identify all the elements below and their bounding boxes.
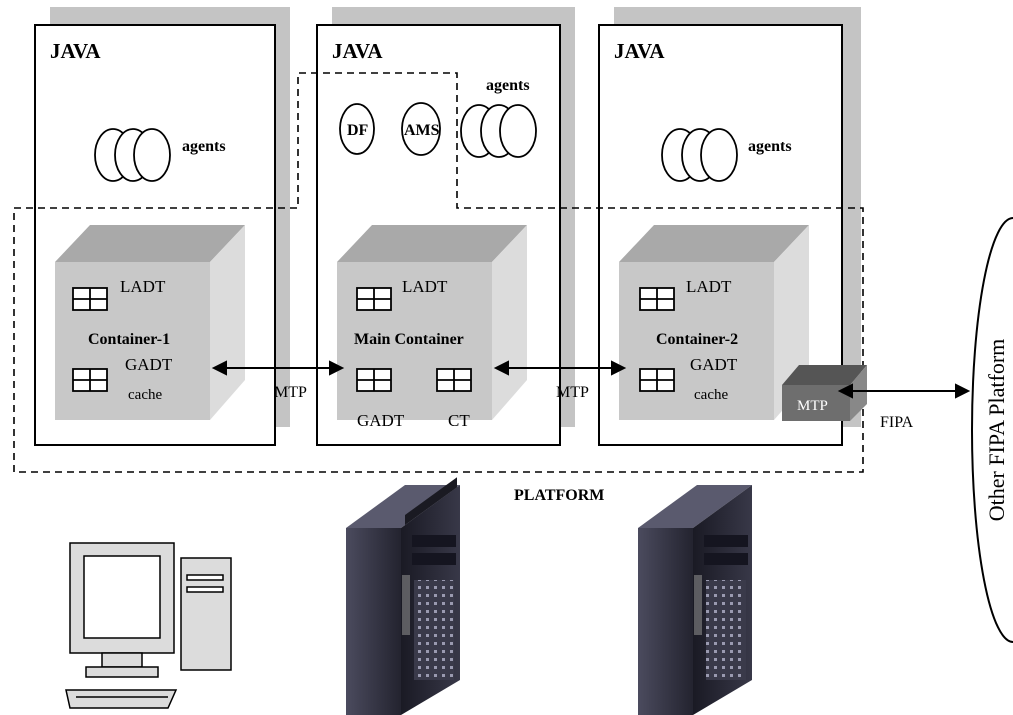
svg-text:DF: DF [347,122,369,139]
server-icon-2 [638,485,752,715]
mtp-arrow-1 [211,360,345,376]
fipa-arrow [837,383,971,399]
gadt-table-icon-main [356,368,392,392]
gadt-label-main: GADT [357,411,405,430]
gadt-table-icon-1 [72,368,108,392]
agents-label-3: agents [748,138,792,155]
mtp-label-1: MTP [274,384,307,401]
ladt-label-2: LADT [686,277,732,296]
ams-agent: AMS [401,102,441,156]
java-label-2: JAVA [332,39,383,63]
svg-text:MTP: MTP [797,398,828,414]
platform-boundary [13,72,864,473]
mtp-arrow-2 [493,360,627,376]
gadt-label-1: GADT [125,355,173,374]
ladt-label-main: LADT [402,277,448,296]
container-2-name: Container-2 [656,331,738,348]
ladt-table-icon-2 [639,287,675,311]
container-1-name: Container-1 [88,331,170,348]
other-fipa-platform [971,217,1013,643]
cache-label-1: cache [128,387,162,403]
main-container-name: Main Container [354,331,464,348]
ladt-label-1: LADT [120,277,166,296]
java-label-1: JAVA [50,39,101,63]
platform-label: PLATFORM [514,487,604,504]
svg-text:AMS: AMS [404,122,440,139]
gadt-table-icon-2 [639,368,675,392]
gadt-label-2: GADT [690,355,738,374]
agents-label-2: agents [486,77,530,94]
agents-group-1 [94,128,171,182]
server-icon-1 [346,477,460,715]
desktop-computer-icon [65,542,232,709]
agents-label-1: agents [182,138,226,155]
df-agent: DF [339,103,375,155]
mtp-label-2: MTP [556,384,589,401]
java-label-3: JAVA [614,39,665,63]
cache-label-2: cache [694,387,728,403]
ct-table-icon [436,368,472,392]
ladt-table-icon-main [356,287,392,311]
other-fipa-platform-label: Other FIPA Platform [984,339,1009,522]
fipa-label: FIPA [880,414,914,431]
agents-group-3 [661,128,738,182]
ct-label: CT [448,411,470,430]
agents-group-2 [460,104,537,158]
mtp-box: MTP [782,365,867,421]
ladt-table-icon-1 [72,287,108,311]
